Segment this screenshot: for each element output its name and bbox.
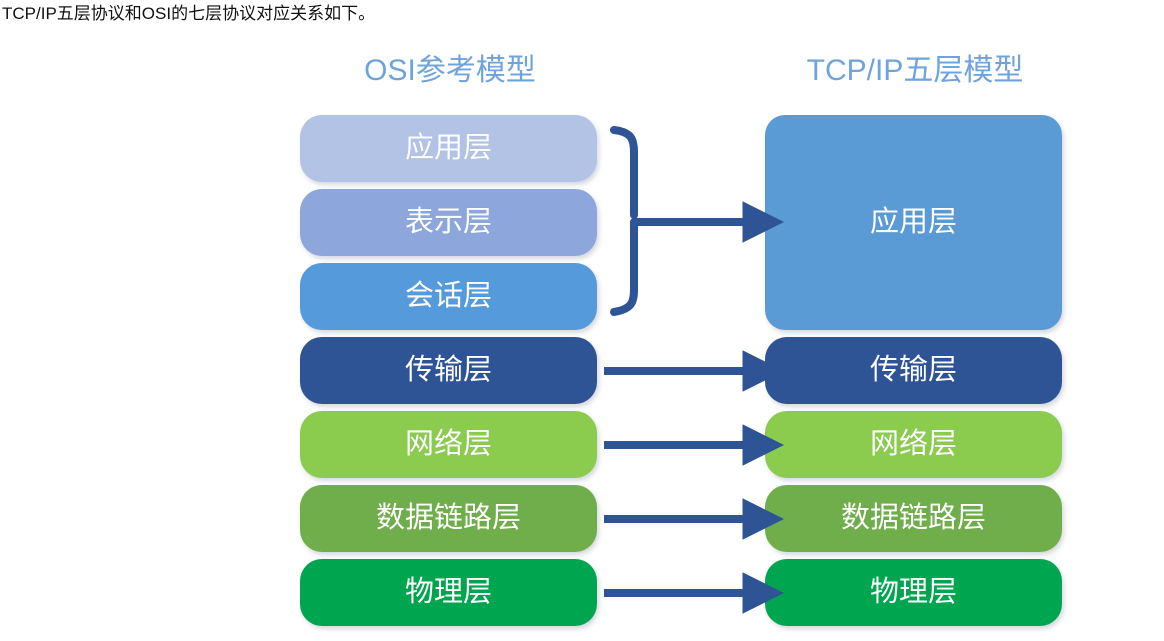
osi-layer-network[interactable]: 网络层: [300, 411, 597, 478]
tcp-layer-physical[interactable]: 物理层: [765, 559, 1062, 626]
tcp-layer-application[interactable]: 应用层: [765, 115, 1062, 330]
tcp-layer-network[interactable]: 网络层: [765, 411, 1062, 478]
tcp-column-title: TCP/IP五层模型: [806, 54, 1024, 87]
osi-layer-application[interactable]: 应用层: [300, 115, 597, 182]
osi-layer-presentation[interactable]: 表示层: [300, 189, 597, 256]
osi-layer-transport[interactable]: 传输层: [300, 337, 597, 404]
osi-layer-physical[interactable]: 物理层: [300, 559, 597, 626]
caption-text: TCP/IP五层协议和OSI的七层协议对应关系如下。: [2, 4, 376, 23]
tcp-layer-data-link[interactable]: 数据链路层: [765, 485, 1062, 552]
brace-connector: [610, 126, 638, 316]
osi-column-title: OSI参考模型: [364, 54, 536, 87]
osi-layer-session[interactable]: 会话层: [300, 263, 597, 330]
osi-layer-data-link[interactable]: 数据链路层: [300, 485, 597, 552]
tcp-layer-transport[interactable]: 传输层: [765, 337, 1062, 404]
